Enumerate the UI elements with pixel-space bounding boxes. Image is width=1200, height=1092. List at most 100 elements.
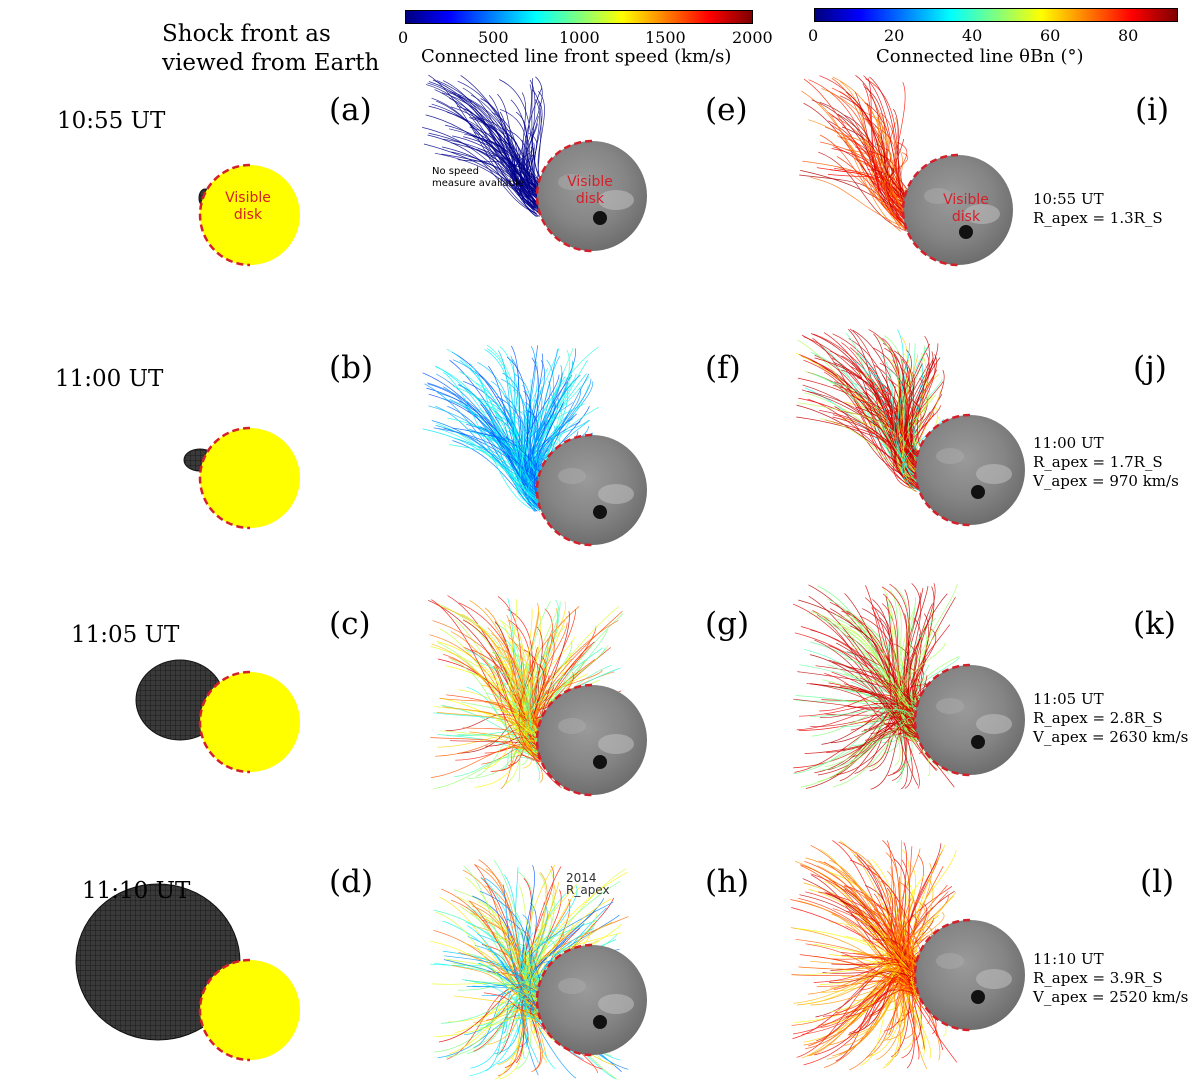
field-line — [437, 734, 549, 763]
field-line — [462, 619, 540, 737]
field-line — [799, 894, 920, 977]
panel-label-k: (k) — [1133, 606, 1176, 642]
speed-colorbar — [405, 10, 753, 24]
field-line — [485, 868, 541, 1020]
panel-label-b: (b) — [329, 350, 374, 386]
field-line — [524, 947, 567, 994]
plage-region — [558, 468, 586, 484]
field-line — [903, 381, 927, 461]
visible-disk-label-a: Visible disk — [216, 190, 280, 224]
field-line — [474, 944, 536, 1002]
field-line — [431, 97, 541, 204]
title-line-2: viewed from Earth — [162, 50, 380, 76]
field-line — [810, 987, 922, 1006]
field-line — [480, 403, 538, 512]
plage-region — [598, 190, 634, 210]
field-line — [509, 598, 537, 735]
field-line — [839, 95, 912, 201]
info-row-3-time: 11:05 UT — [1033, 690, 1104, 708]
field-line — [836, 156, 907, 231]
magnetogram-disk — [537, 945, 647, 1055]
field-line — [895, 141, 908, 204]
panel-label-j: (j) — [1133, 350, 1167, 386]
visible-limb-arc — [913, 663, 971, 777]
plage-region — [598, 734, 634, 754]
field-line — [884, 372, 918, 478]
sunspot — [593, 1015, 607, 1029]
sun-visible-disk — [200, 428, 300, 528]
info-row-3: 11:05 UT R_apex = 2.8R_S V_apex = 2630 k… — [1033, 690, 1188, 747]
plage-region — [964, 204, 1000, 224]
field-line — [489, 124, 539, 209]
shock-panel-2 — [183, 426, 300, 530]
field-line — [884, 985, 918, 1041]
field-line — [870, 932, 925, 969]
info-row-2-vapex: V_apex = 970 km/s — [1033, 472, 1179, 490]
field-line — [831, 148, 906, 202]
theta-panel-2 — [795, 328, 1025, 527]
field-line — [524, 123, 541, 192]
field-line — [528, 132, 549, 206]
field-line — [536, 611, 623, 740]
field-line — [506, 356, 545, 503]
field-line — [518, 732, 536, 782]
field-line — [518, 924, 539, 1022]
field-line — [486, 434, 536, 480]
field-line — [871, 607, 920, 712]
field-line — [443, 138, 539, 194]
field-line — [480, 98, 543, 213]
panel-label-a: (a) — [329, 92, 372, 128]
field-line — [869, 726, 927, 772]
field-line — [529, 1014, 548, 1063]
sunspot — [593, 505, 607, 519]
theta-field-line-column — [790, 75, 1025, 1071]
field-line — [853, 966, 926, 1002]
field-line — [499, 108, 544, 189]
field-line — [887, 356, 918, 472]
field-line — [880, 931, 923, 976]
info-row-2-time: 11:00 UT — [1033, 434, 1104, 452]
field-line — [896, 377, 922, 490]
field-line — [862, 83, 902, 225]
panel-label-h: (h) — [705, 864, 750, 900]
field-line — [802, 878, 919, 979]
row-3-time: 11:05 UT — [71, 622, 180, 648]
speed-colorbar-label: Connected line front speed (km/s) — [421, 46, 732, 67]
field-line — [529, 647, 603, 740]
field-line — [469, 363, 538, 504]
speed-tick-500: 500 — [478, 28, 509, 47]
field-line — [523, 390, 542, 487]
field-line — [451, 965, 536, 1008]
info-row-4-time: 11:10 UT — [1033, 950, 1104, 968]
field-line — [432, 79, 543, 190]
field-line — [807, 398, 929, 481]
field-line — [829, 971, 923, 983]
field-line — [866, 102, 901, 207]
field-line — [427, 383, 538, 495]
no-speed-note-line1: No speed — [432, 166, 479, 177]
field-line — [469, 900, 545, 1023]
panel-label-d: (d) — [329, 864, 374, 900]
info-row-3-rapex: R_apex = 2.8R_S — [1033, 709, 1163, 727]
field-line — [820, 849, 915, 979]
speed-tick-0: 0 — [398, 28, 409, 47]
field-line — [902, 395, 933, 484]
field-line — [464, 133, 545, 201]
panel-label-g: (g) — [705, 606, 750, 642]
field-line — [824, 672, 914, 743]
visible-limb-arc — [535, 683, 593, 797]
field-line — [457, 80, 545, 200]
field-line — [854, 91, 908, 221]
theta-tick-60: 60 — [1040, 26, 1061, 45]
visible-limb-arc — [535, 139, 593, 253]
field-line — [885, 852, 913, 965]
visible-limb-arc — [901, 153, 959, 267]
field-line — [847, 989, 923, 1036]
field-line — [810, 176, 901, 227]
field-lines — [799, 75, 917, 233]
field-line — [818, 151, 909, 233]
field-line — [894, 357, 934, 482]
speed-panel-1 — [422, 74, 647, 253]
field-line — [800, 722, 922, 788]
